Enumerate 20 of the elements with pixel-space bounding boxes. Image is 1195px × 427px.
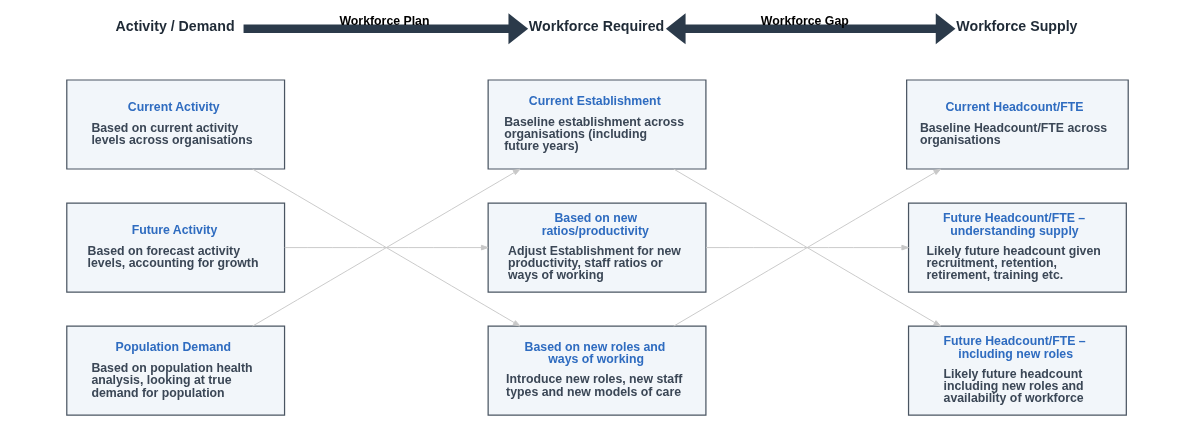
- node-box: Current Headcount/FTE Baseline Headcount/FTE across organisations: [906, 79, 1129, 170]
- node-box: Based on new roles and ways of working Introduce new roles, new staff types and new models of care: [487, 325, 707, 416]
- arrow: [284, 244, 489, 251]
- node-box: Current Activity Based on current activity levels across organisations: [66, 79, 286, 170]
- node-text: Workforce Supply: [956, 18, 1078, 35]
- node-box: Population Demand Based on population health analysis, looking at true demand for population: [66, 325, 286, 416]
- arrow: [243, 13, 529, 45]
- node-box: Current Establishment Baseline establishment across organisations (including future years): [487, 79, 707, 170]
- arrow: [252, 168, 521, 327]
- edge-label: Workforce Plan: [339, 13, 430, 28]
- arrow: [673, 168, 942, 327]
- node-box: Future Headcount/FTE – understanding supply Likely future headcount given recruitment, retention, retirement, training etc.: [907, 202, 1127, 293]
- arrow: [665, 13, 956, 45]
- node-box: Future Activity Based on forecast activity levels, accounting for growth: [66, 202, 286, 293]
- node-box: Based on new ratios/productivity Adjust Establishment for new productivity, staff ratios or ways of working: [487, 202, 707, 293]
- arrow: [705, 244, 909, 251]
- node-text: Activity / Demand: [115, 18, 235, 35]
- edge-label: Workforce Gap: [760, 13, 849, 28]
- node-text: Workforce Required: [528, 18, 665, 35]
- node-box: Future Headcount/FTE – including new roles Likely future headcount including new roles and availability of workforce: [907, 325, 1127, 416]
